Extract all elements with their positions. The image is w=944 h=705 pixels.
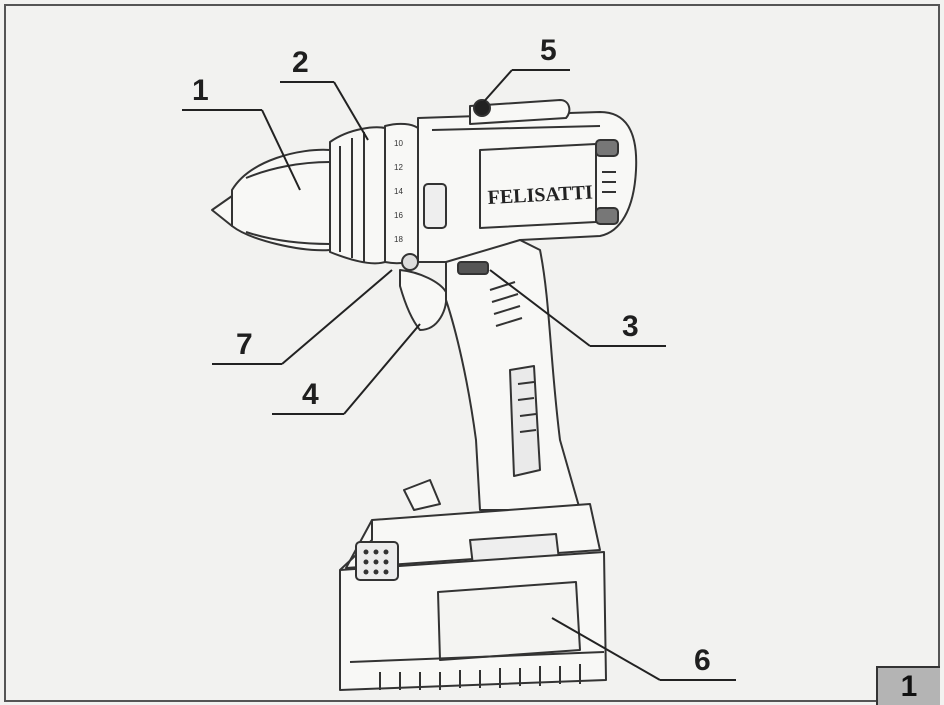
- callout-4: 4: [302, 378, 319, 411]
- callout-2: 2: [292, 46, 309, 79]
- callout-1: 1: [192, 74, 209, 107]
- scale-mark: 18: [394, 235, 403, 244]
- scale-mark: 10: [394, 139, 403, 148]
- callout-5: 5: [540, 34, 557, 67]
- callout-3: 3: [622, 310, 639, 343]
- scale-mark: 16: [394, 211, 403, 220]
- scale-mark: 12: [394, 163, 403, 172]
- scale-mark: 14: [394, 187, 403, 196]
- callout-6: 6: [694, 644, 711, 677]
- figure-number-badge: 1: [876, 666, 940, 705]
- callout-7: 7: [236, 328, 253, 361]
